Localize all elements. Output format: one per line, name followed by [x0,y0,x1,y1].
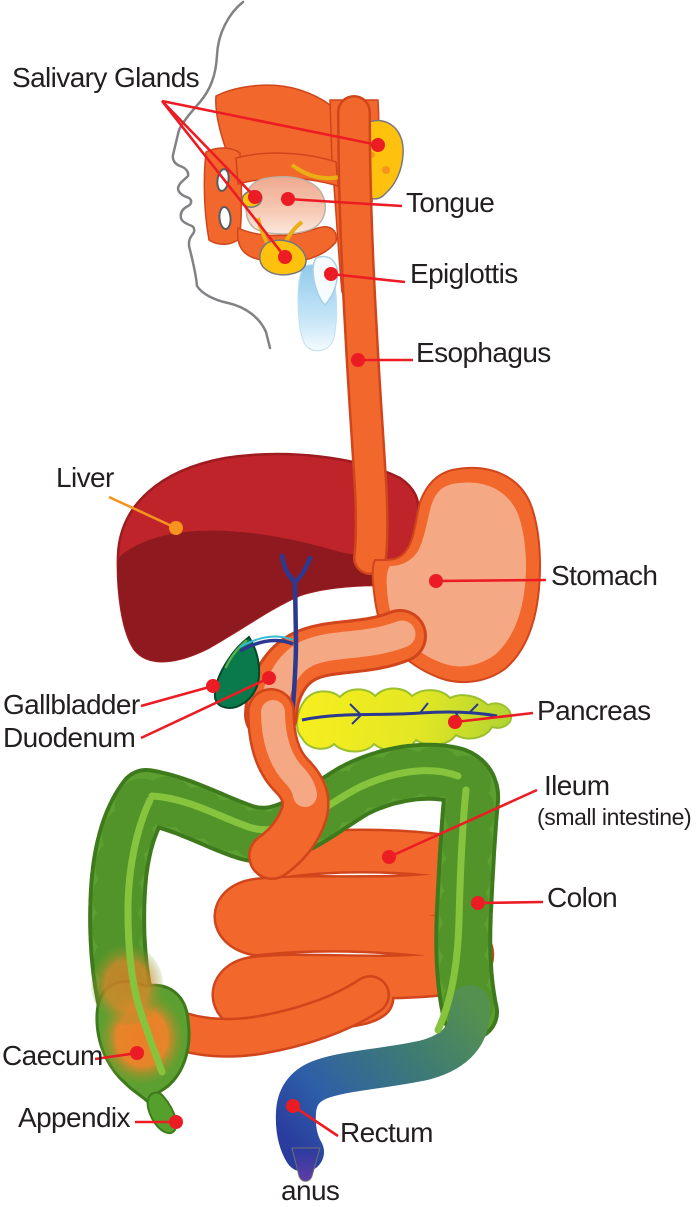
small-intestine-group [158,828,494,1058]
dot-duodenum [262,671,276,685]
cystic-duct [239,638,294,653]
leader-epiglottis [330,272,406,284]
label-gallbladder: Gallbladder [3,689,140,720]
label-esophagus: Esophagus [416,337,551,368]
leader-caecum [94,1051,138,1061]
label-tongue: Tongue [406,187,495,218]
ascending-colon-orange-tint [91,945,163,1025]
dot-liver [169,521,183,535]
dot-sublingual [248,190,262,204]
dot-tongue [281,192,295,206]
leader-liver [108,495,177,530]
leader-duodenum [140,676,270,740]
label-pancreas: Pancreas [537,695,651,726]
gallbladder-group [213,635,294,709]
leader-ileum [388,788,538,859]
leader-salivary-parotid [161,99,379,147]
pancreatic-duct [301,710,498,722]
label-rectum: Rectum [340,1117,433,1148]
dot-colon [471,896,485,910]
leader-salivary-sublingual [161,100,256,198]
label-anus: anus [281,1175,340,1206]
gallbladder-highlight [224,639,248,669]
label-duodenum: Duodenum [3,722,136,753]
dot-submandibular [278,250,292,264]
label-appendix: Appendix [18,1102,131,1133]
cystic-duct-highlight [239,635,294,648]
leader-lines [94,99,547,1138]
tooth-lower [218,206,232,230]
leader-gallbladder [140,684,214,708]
taenia-left [124,796,166,1076]
dot-pancreas [448,715,462,729]
label-ileum: Ileum [544,770,610,801]
dot-appendix [169,1115,183,1129]
label-stomach: Stomach [551,560,658,591]
label-salivary-glands: Salivary Glands [12,62,200,93]
leader-stomach [435,578,547,583]
anus-tip-shape [291,1147,321,1182]
label-colon: Colon [547,882,618,913]
label-caecum: Caecum [2,1040,103,1071]
dot-ileum [382,850,396,864]
dot-caecum [130,1046,144,1060]
esophagus-tube [339,97,387,573]
liver-group [116,452,420,663]
dot-esophagus [351,353,365,367]
dot-gallbladder [206,679,220,693]
dot-epiglottis [324,267,338,281]
esophagus-group [337,95,389,575]
label-epiglottis: Epiglottis [410,258,518,289]
head-profile-outline [171,0,272,350]
leader-colon [477,900,544,905]
jejunum-connector-group [247,688,330,880]
pancreas-group [296,687,513,753]
liver-dark-lobe [117,530,415,662]
dot-stomach [429,574,443,588]
taenia-right [434,786,470,1034]
pancreatic-duct-branches [349,702,479,725]
jejunum-connector-inner [261,700,317,807]
leader-rectum [292,1104,339,1138]
caecum-group [91,945,191,1135]
terminal-ileum [160,977,388,1056]
dot-rectum [286,1099,300,1113]
leader-tongue [287,197,403,208]
gallbladder-shape [213,635,261,709]
label-liver: Liver [56,462,114,493]
leader-salivary-submandibular [160,100,287,258]
dot-parotid [371,138,385,152]
rectum-shape [275,985,491,1172]
label-ileum-note: (small intestine) [537,804,692,830]
leader-dots [130,138,485,1129]
bile-duct-branches [279,553,313,585]
parotid-speckle [382,166,390,174]
leader-pancreas [454,711,534,724]
